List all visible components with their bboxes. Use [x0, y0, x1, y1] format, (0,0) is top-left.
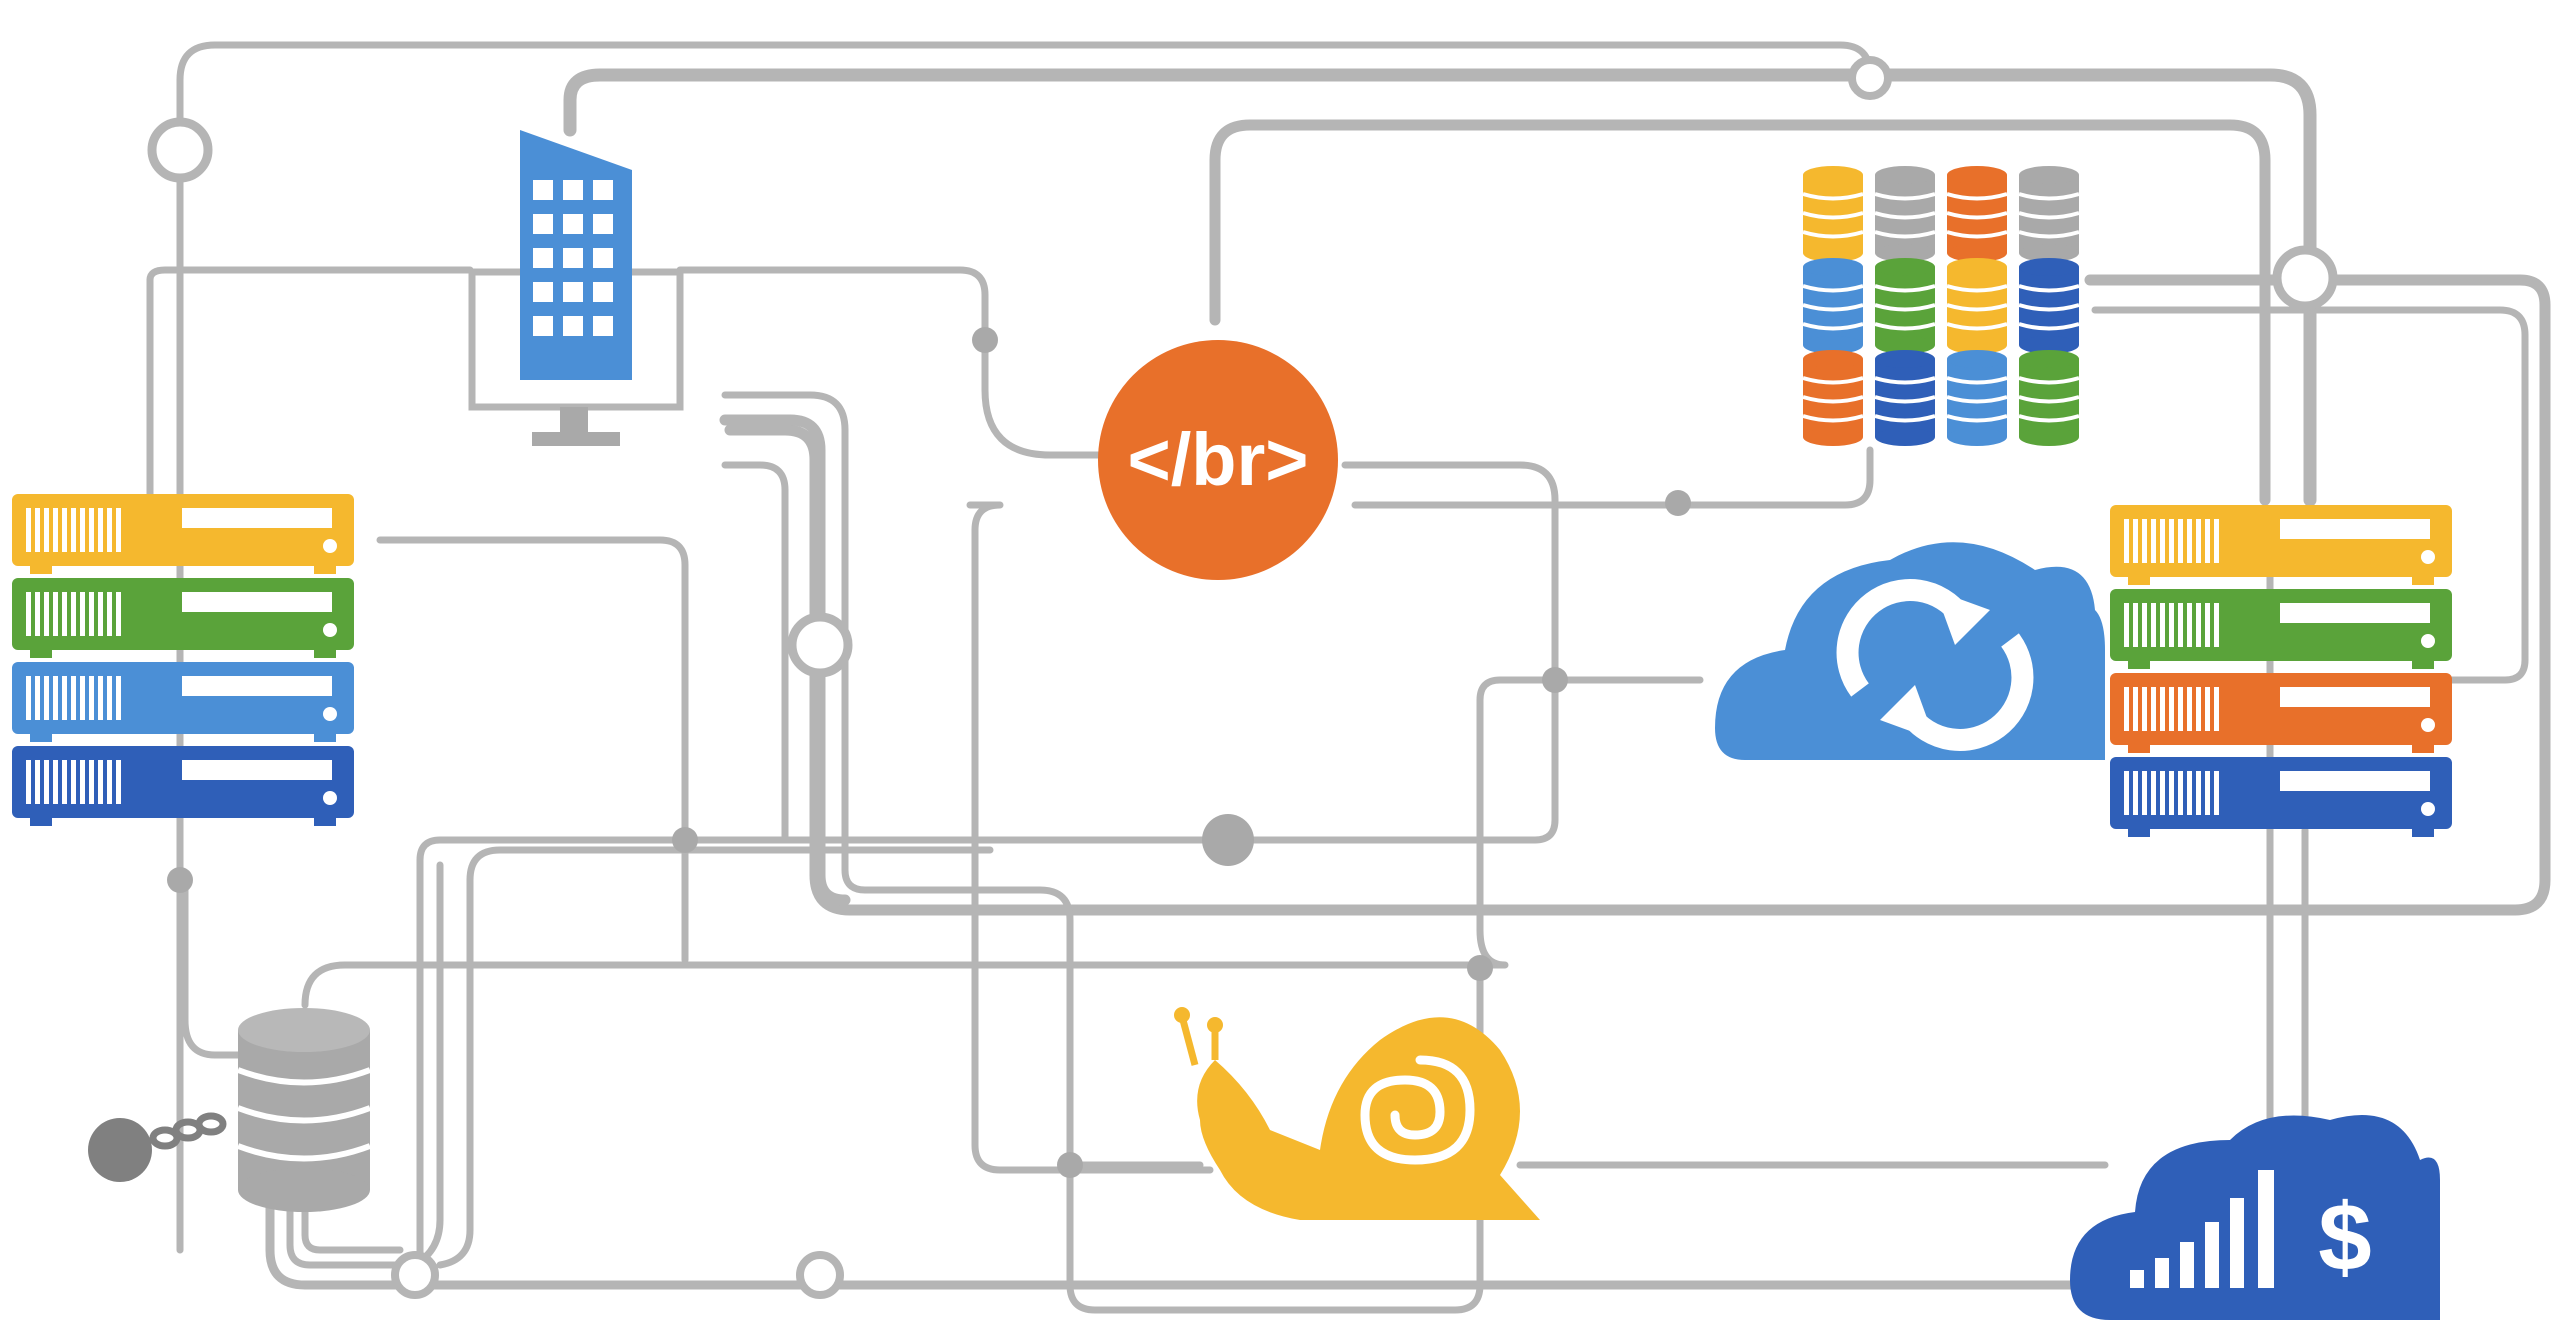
server-unit: [2110, 673, 2452, 753]
database-cylinder: [1874, 258, 1936, 354]
server-unit: [2110, 757, 2452, 837]
server-unit: [12, 578, 354, 658]
code-badge-icon: </br>: [1098, 340, 1338, 580]
server-unit: [12, 746, 354, 826]
junction-node: [391, 1251, 439, 1299]
server-unit: [12, 494, 354, 574]
server-stack-right-icon: [2110, 505, 2452, 837]
junction-dot: [167, 867, 193, 893]
database-cylinder: [1802, 258, 1864, 354]
database-cylinder: [1946, 166, 2008, 262]
database-cylinder: [1874, 350, 1936, 446]
database-cylinder: [1874, 166, 1936, 262]
database-cylinder: [2018, 166, 2080, 262]
database-cylinder: [1946, 350, 2008, 446]
junction-dot: [1542, 667, 1568, 693]
server-unit: [2110, 505, 2452, 585]
junction-node: [787, 612, 853, 678]
database-grid-icon: [1802, 166, 2080, 446]
database-cylinder: [2018, 350, 2080, 446]
database-cylinder: [1802, 166, 1864, 262]
database-ball-chain-icon: [88, 1008, 372, 1212]
pipe-junctions: [147, 56, 2338, 1299]
database-cylinder: [1946, 258, 2008, 354]
junction-dot: [1467, 955, 1493, 981]
junction-dot: [1202, 814, 1254, 866]
server-unit: [12, 662, 354, 742]
database-cylinder: [1802, 350, 1864, 446]
cloud-sync-icon: [1715, 542, 2105, 760]
junction-node: [796, 1251, 844, 1299]
cloud-cost-icon: $: [2070, 1115, 2440, 1320]
junction-node: [1848, 56, 1892, 100]
junction-dot: [672, 827, 698, 853]
server-stack-left-icon: [12, 494, 354, 826]
snail-icon: [1174, 1007, 1540, 1220]
junction-node: [147, 117, 213, 183]
code-badge-label: </br>: [1128, 418, 1309, 501]
junction-node: [2272, 245, 2338, 311]
database-cylinder: [2018, 258, 2080, 354]
building-monitor-icon: [468, 130, 684, 446]
junction-dot: [972, 327, 998, 353]
cost-symbol: $: [2318, 1184, 2371, 1291]
junction-dot: [1057, 1152, 1083, 1178]
junction-dot: [1665, 490, 1691, 516]
server-unit: [2110, 589, 2452, 669]
